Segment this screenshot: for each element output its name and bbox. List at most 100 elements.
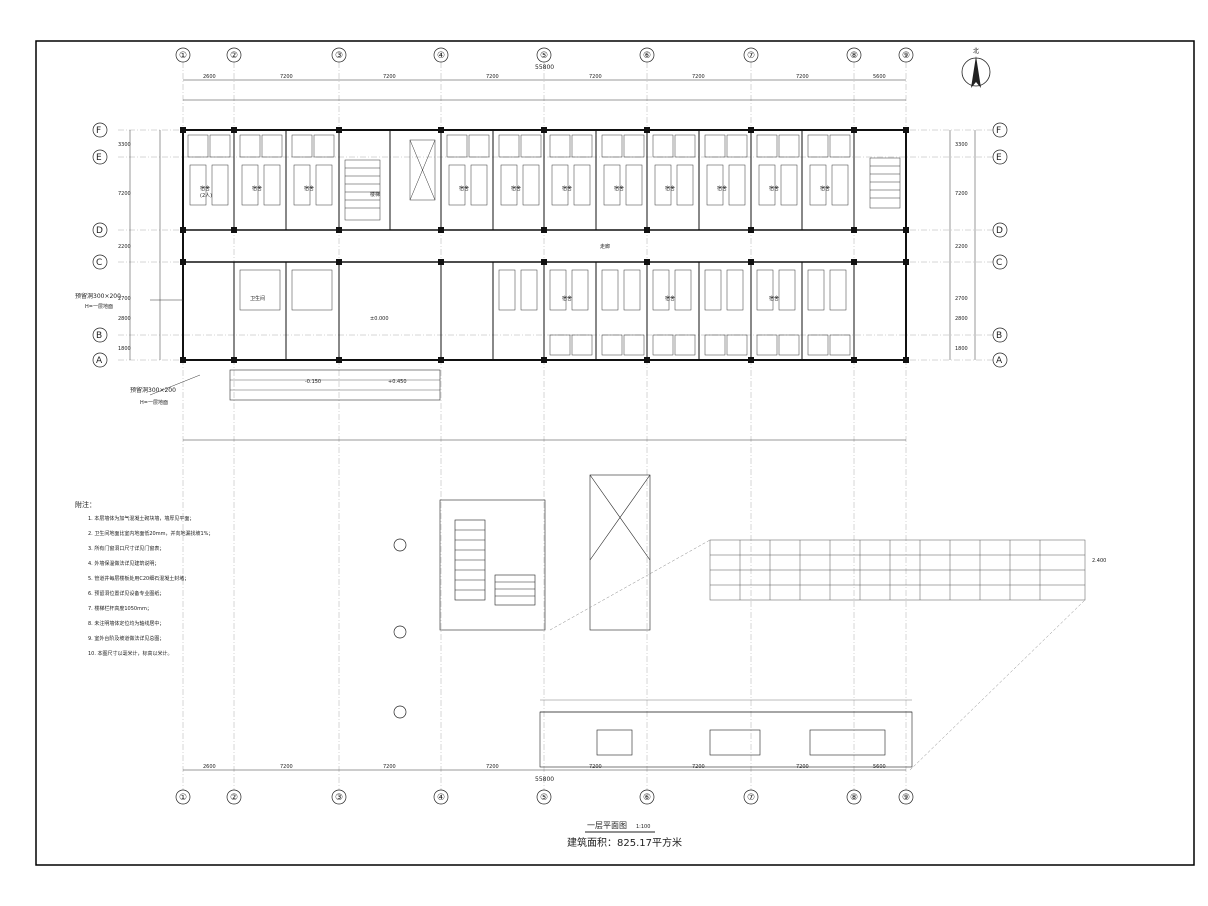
axis-labels-rows: F E D C B A F E D C B A: [96, 126, 1003, 366]
axis-col-1: ①: [179, 51, 187, 61]
note-10: 10. 本图尺寸以毫米计，标高以米计。: [88, 650, 173, 657]
room-label-toilet: 卫生间: [250, 295, 265, 302]
dim-bottom-bay-1: 2600: [203, 764, 216, 770]
axis-col-4-bottom: ④: [437, 793, 445, 803]
dim-top-bay-7: 7200: [796, 74, 809, 80]
axis-col-4: ④: [437, 51, 445, 61]
dim-right-1: 3300: [955, 142, 968, 148]
room-label-dorm-3: 宿舍: [304, 185, 314, 192]
axis-col-7: ⑦: [747, 51, 755, 61]
dimensions-left: 3300 7200 2200 2700 2800 1800: [118, 142, 131, 352]
dim-top-bay-5: 7200: [589, 74, 602, 80]
elev-zero: ±0.000: [370, 316, 389, 322]
axis-col-9-bottom: ⑨: [902, 793, 910, 803]
axis-col-5-bottom: ⑤: [540, 793, 548, 803]
room-label-dorm-6: 宿舍: [562, 185, 572, 192]
dim-right-2: 7200: [955, 191, 968, 197]
axis-col-2-bottom: ②: [230, 793, 238, 803]
note-2: 2. 卫生间地面比室内地面低20mm，并向地漏找坡1%；: [88, 530, 213, 537]
axis-col-5: ⑤: [540, 51, 548, 61]
axis-row-b-right: B: [996, 331, 1002, 341]
axis-row-e: E: [96, 153, 102, 163]
axis-row-a: A: [96, 356, 103, 366]
elev-right: 2.400: [1092, 558, 1106, 564]
north-label: 北: [973, 47, 979, 55]
note-7: 7. 楼梯栏杆高度1050mm；: [88, 605, 152, 612]
dim-top-bay-8: 5600: [873, 74, 886, 80]
dim-left-1: 3300: [118, 142, 131, 148]
dimensions-top: 55800 2600 7200 7200 7200 7200 7200 7200…: [203, 64, 886, 80]
dim-left-2: 7200: [118, 191, 131, 197]
axis-col-8-bottom: ⑧: [850, 793, 858, 803]
dim-bottom-overall: 55800: [535, 776, 554, 783]
axis-col-9: ⑨: [902, 51, 910, 61]
axis-bubbles-top: [175, 47, 914, 63]
dim-left-4: 2700: [118, 296, 131, 302]
room-label-dorm-10: 宿舍: [769, 185, 779, 192]
room-label-dorm-s1: 宿舍: [562, 295, 572, 302]
plan-scale: 1:100: [636, 824, 650, 830]
axis-labels-top: ① ② ③ ④ ⑤ ⑥ ⑦ ⑧ ⑨: [179, 51, 910, 61]
room-label-corridor: 走廊: [600, 243, 610, 250]
room-label-dorm-8: 宿舍: [665, 185, 675, 192]
elev-pos: +0.450: [388, 379, 407, 385]
notes-title: 附注：: [75, 500, 96, 509]
room-labels: 宿舍 宿舍 宿舍 宿舍 宿舍 宿舍 宿舍 宿舍 宿舍 宿舍 宿舍 (2人) 宿舍…: [200, 185, 830, 302]
dim-left-3: 2200: [118, 244, 131, 250]
note-3: 3. 所有门窗洞口尺寸详见门窗表；: [88, 545, 164, 552]
room-label-dorm-5: 宿舍: [511, 185, 521, 192]
dimensions-right: 3300 7200 2200 2700 2800 1800: [955, 142, 968, 352]
stair-detail: [439, 474, 651, 631]
axis-col-3: ③: [335, 51, 343, 61]
axis-bubbles-rows: [92, 122, 1008, 368]
axis-col-7-bottom: ⑦: [747, 793, 755, 803]
axis-row-f: F: [96, 126, 101, 136]
note-5: 5. 管道井每层楼板处用C20细石混凝土封堵；: [88, 575, 189, 582]
note-4: 4. 外墙保温做法详见建筑说明；: [88, 560, 159, 567]
note-8: 8. 未注明墙体定位均为轴线居中；: [88, 620, 164, 627]
dim-right-6: 1800: [955, 346, 968, 352]
room-label-dorm-11: 宿舍: [820, 185, 830, 192]
note-9: 9. 室外台阶及坡道做法详见总图；: [88, 635, 164, 642]
dim-top-bay-2: 7200: [280, 74, 293, 80]
callout-hole-2-h: H=一层地面: [140, 399, 168, 406]
room-label-dorm-2: 宿舍: [252, 185, 262, 192]
axis-col-3-bottom: ③: [335, 793, 343, 803]
dim-top-bay-6: 7200: [692, 74, 705, 80]
axis-col-6-bottom: ⑥: [643, 793, 651, 803]
plan-title-block: 一层平面图 1:100 建筑面积：825.17平方米: [567, 821, 682, 849]
dim-right-4: 2700: [955, 296, 968, 302]
dim-bottom-bay-4: 7200: [486, 764, 499, 770]
elev-neg: -0.150: [305, 379, 321, 385]
left-callouts: 预留洞300×200 H=一层地面 预留洞300×200 H=一层地面 -0.1…: [75, 292, 407, 406]
dim-top-bay-3: 7200: [383, 74, 396, 80]
axis-row-f-right: F: [996, 126, 1001, 136]
sheet-frame: [35, 40, 1195, 866]
notes-block: 附注： 1. 本层墙体为加气混凝土砌块墙，墙厚见平面； 2. 卫生间地面比室内地…: [75, 500, 213, 657]
elevation-strip: [539, 699, 913, 768]
building-area: 建筑面积：825.17平方米: [567, 836, 682, 849]
dim-top-bay-4: 7200: [486, 74, 499, 80]
dim-top-bay-1: 2600: [203, 74, 216, 80]
axis-row-e-right: E: [996, 153, 1002, 163]
north-arrow-icon: 北: [961, 47, 991, 88]
axis-row-a-right: A: [996, 356, 1003, 366]
dim-bottom-bay-3: 7200: [383, 764, 396, 770]
dim-bottom-bay-2: 7200: [280, 764, 293, 770]
axis-row-d-right: D: [996, 226, 1003, 236]
callout-hole-2: 预留洞300×200: [130, 386, 176, 394]
axis-labels-bottom: ① ② ③ ④ ⑤ ⑥ ⑦ ⑧ ⑨: [179, 793, 910, 803]
room-label-dorm-s3: 宿舍: [769, 295, 779, 302]
room-label-dorm-1: 宿舍: [200, 185, 210, 192]
axis-row-d: D: [96, 226, 103, 236]
axis-row-c-right: C: [996, 258, 1002, 268]
dim-right-3: 2200: [955, 244, 968, 250]
axis-col-1-bottom: ①: [179, 793, 187, 803]
axis-row-c: C: [96, 258, 102, 268]
axis-col-2: ②: [230, 51, 238, 61]
room-label-dorm-s2: 宿舍: [665, 295, 675, 302]
note-6: 6. 预留洞位置详见设备专业图纸；: [88, 590, 164, 597]
floor-plan: [118, 62, 1000, 790]
stair-label: 楼梯: [370, 191, 380, 198]
